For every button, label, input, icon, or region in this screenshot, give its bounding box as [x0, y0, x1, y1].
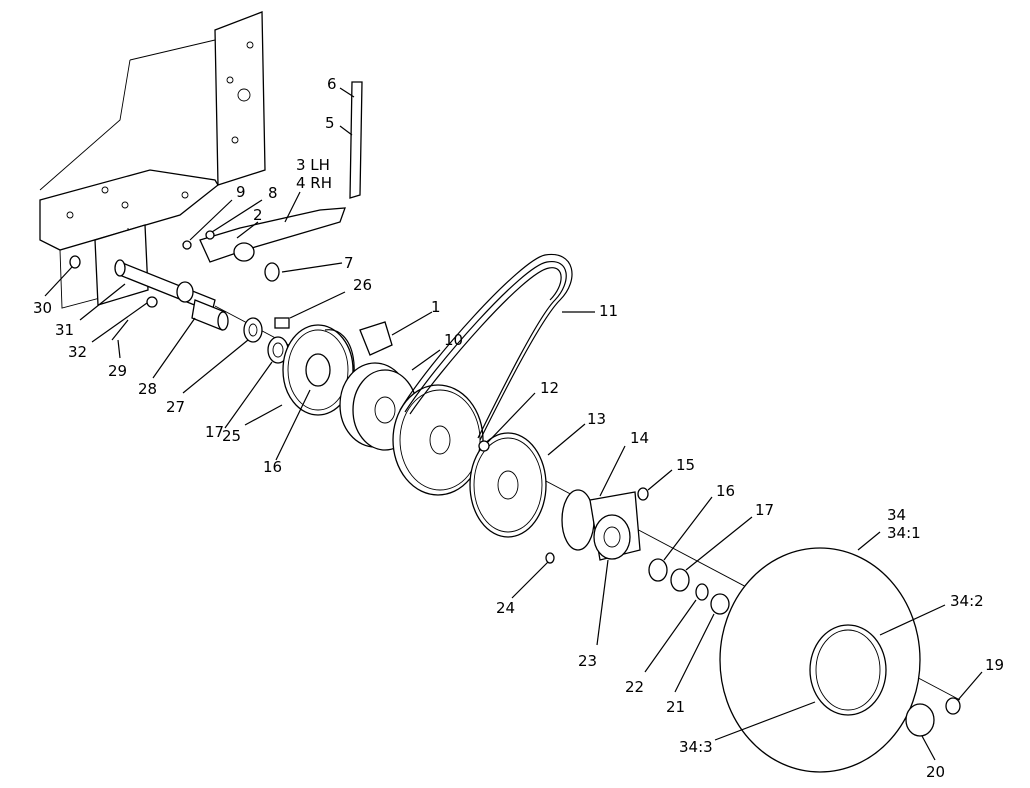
label-34: 34	[887, 506, 906, 524]
label-26: 26	[353, 276, 372, 294]
label-12: 12	[540, 379, 559, 397]
label-27: 27	[166, 398, 185, 416]
label-19: 19	[985, 656, 1004, 674]
label-9: 9	[236, 183, 246, 201]
label-23: 23	[578, 652, 597, 670]
label-28: 28	[138, 380, 157, 398]
label-32: 32	[68, 343, 87, 361]
washer-27	[243, 317, 263, 343]
label-15: 15	[676, 456, 695, 474]
rod-5-6	[349, 81, 363, 199]
pulley-11	[392, 384, 484, 496]
tire-34	[719, 547, 921, 773]
label-34-2: 34:2	[950, 592, 984, 610]
pulley-13	[469, 432, 547, 538]
label-4: 4 RH	[296, 174, 332, 192]
label-22: 22	[625, 678, 644, 696]
belt-11	[399, 253, 573, 441]
label-24: 24	[496, 599, 515, 617]
label-6: 6	[327, 75, 337, 93]
label-20: 20	[926, 763, 945, 781]
label-17-right: 17	[755, 501, 774, 519]
label-21: 21	[666, 698, 685, 716]
hub-disc-10	[339, 362, 418, 451]
label-10: 10	[444, 331, 463, 349]
bearing-17-right	[670, 568, 690, 592]
nut-21	[710, 593, 730, 615]
label-30: 30	[33, 299, 52, 317]
arm-3-4	[199, 207, 346, 263]
nut-19	[945, 697, 961, 715]
label-13: 13	[587, 410, 606, 428]
label-31: 31	[55, 321, 74, 339]
small-hardware	[69, 230, 649, 564]
label-5: 5	[325, 114, 335, 132]
cap-20	[905, 703, 935, 737]
label-17-left: 17	[205, 423, 224, 441]
brake-drum-25	[282, 324, 354, 416]
label-7: 7	[344, 254, 354, 272]
leader-lines	[44, 87, 983, 761]
washer-22	[695, 583, 709, 601]
label-2: 2	[253, 206, 263, 224]
label-3: 3 LH	[296, 156, 330, 174]
callout-labels: 1 2 3 LH 4 RH 5 6 7 8 9 10 11 12 13 14 1…	[33, 75, 1004, 781]
label-34-3: 34:3	[679, 738, 713, 756]
hub-14-23	[561, 489, 641, 561]
label-34-1: 34:1	[887, 524, 921, 542]
label-1: 1	[431, 298, 441, 316]
label-25: 25	[222, 427, 241, 445]
seal-16-right	[648, 558, 668, 582]
label-29: 29	[108, 362, 127, 380]
label-14: 14	[630, 429, 649, 447]
label-16-right: 16	[716, 482, 735, 500]
label-8: 8	[268, 184, 278, 202]
label-11: 11	[599, 302, 618, 320]
bushing-28	[176, 281, 229, 331]
spring-7	[264, 262, 280, 282]
label-16-left: 16	[263, 458, 282, 476]
